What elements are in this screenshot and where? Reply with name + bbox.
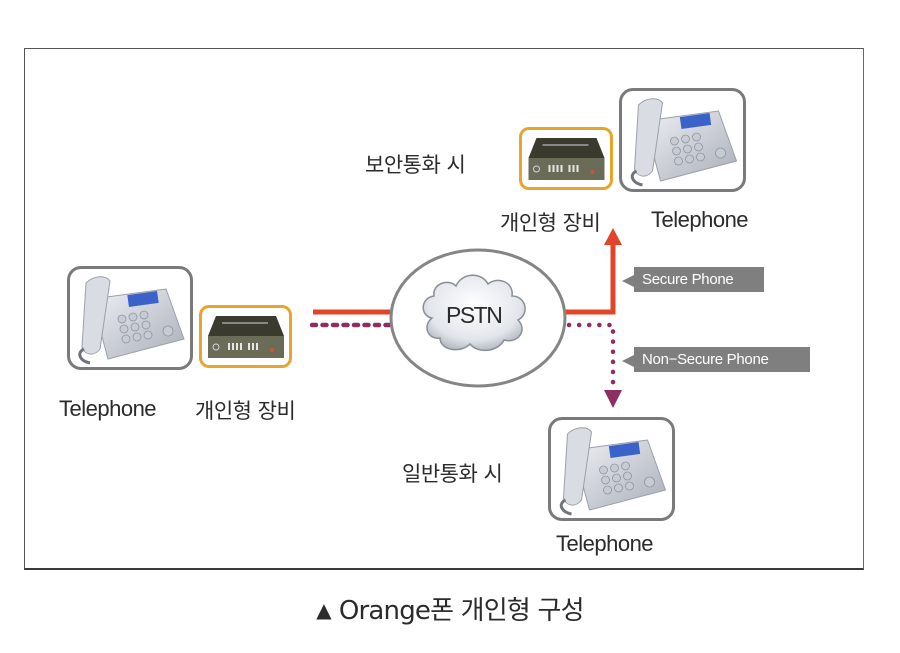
encryption-device-icon	[208, 316, 284, 358]
nonsecure-phone-tag-text: Non−Secure Phone	[642, 351, 769, 368]
secure-device-image	[519, 127, 613, 190]
nonsecure-phone-tag: Non−Secure Phone	[622, 347, 810, 372]
normal-call-heading: 일반통화 시	[402, 462, 503, 486]
telephone-icon	[630, 98, 738, 187]
figure-caption: ▲ Orange폰 개인형 구성	[0, 590, 900, 627]
secure-line-right	[565, 243, 616, 315]
pstn-label: PSTN	[446, 302, 503, 328]
left-device-label: 개인형 장비	[195, 399, 296, 423]
tag-pointer	[622, 355, 634, 367]
tag-pointer	[622, 275, 634, 287]
triangle-marker-icon: ▲	[316, 598, 331, 622]
secure-phone-tag: Secure Phone	[622, 267, 764, 292]
secure-call-heading: 보안통화 시	[365, 153, 466, 177]
nonsecure-line-right	[566, 322, 616, 395]
secure-phone-tag-text: Secure Phone	[642, 271, 734, 288]
figure-caption-text: Orange폰 개인형 구성	[338, 596, 585, 626]
telephone-icon	[78, 276, 185, 365]
encryption-device-icon	[528, 138, 605, 180]
left-device-image	[199, 305, 292, 368]
nonsecure-telephone-image	[548, 417, 675, 521]
left-telephone-image	[67, 266, 193, 370]
secure-arrow-head	[604, 228, 622, 245]
left-telephone-label: Telephone	[59, 396, 157, 421]
nonsecure-arrow-head	[604, 390, 622, 408]
secure-device-label: 개인형 장비	[500, 211, 601, 235]
nonsecure-telephone-label: Telephone	[556, 531, 654, 556]
cloud-icon	[422, 274, 526, 352]
secure-telephone-image	[619, 88, 746, 192]
telephone-icon	[559, 427, 667, 516]
secure-telephone-label: Telephone	[651, 207, 749, 232]
